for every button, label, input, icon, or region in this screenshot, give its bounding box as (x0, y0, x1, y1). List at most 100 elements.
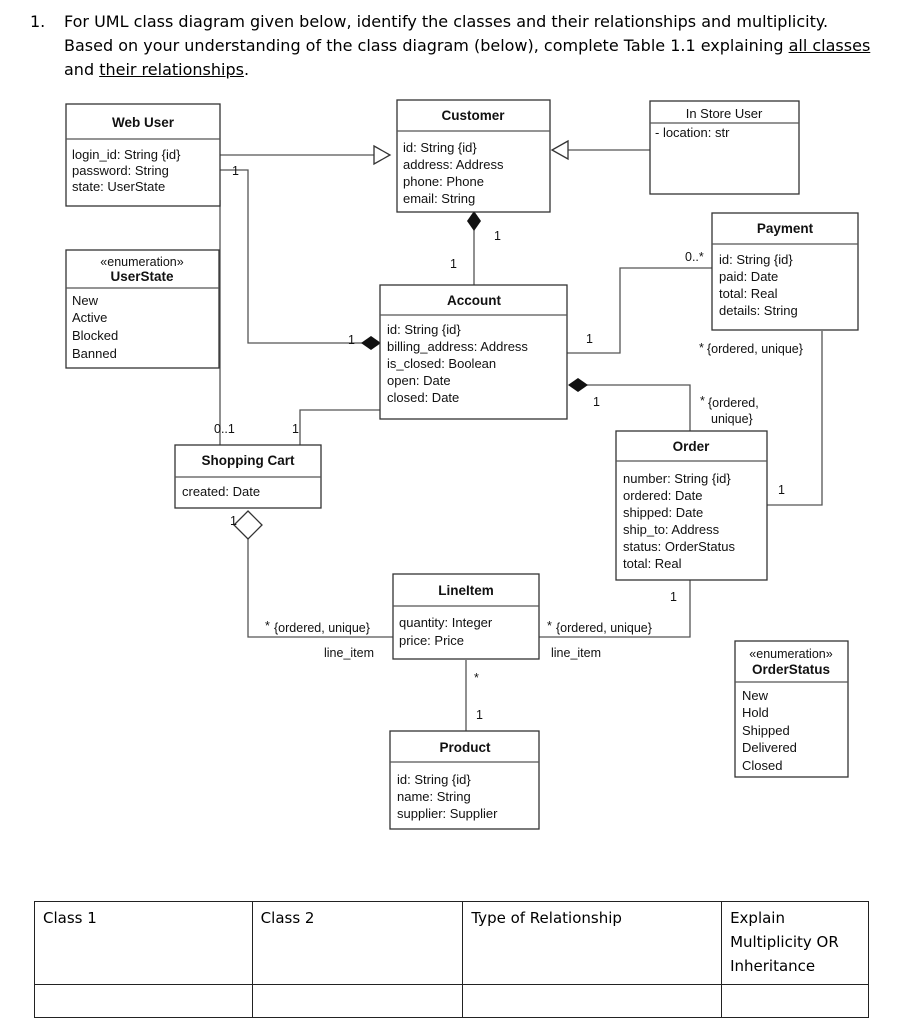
mult-order-line: 1 (670, 590, 677, 604)
constraint-order-1: {ordered, (708, 396, 759, 410)
class-order (615, 430, 768, 581)
mult-account-order: 1 (593, 395, 600, 409)
role-cart-line: line_item (324, 646, 374, 660)
stereotype-user-state: «enumeration» (100, 255, 183, 269)
cell-empty[interactable] (34, 984, 253, 1018)
class-name-line-item: LineItem (438, 583, 494, 598)
attr-web-user-0: login_id: String {id} (72, 147, 181, 162)
attr-user-state-3: Banned (72, 346, 117, 361)
class-name-user-state: UserState (110, 269, 174, 284)
constraint-order-2: unique} (711, 412, 753, 426)
attr-customer-0: id: String {id} (403, 140, 477, 155)
order-payment-line (767, 331, 823, 506)
role-order-line: line_item (551, 646, 601, 660)
class-name-in-store-user: In Store User (686, 106, 763, 121)
mult-order-payment: 1 (778, 483, 785, 497)
stereotype-order-status: «enumeration» (749, 647, 832, 661)
header-explain: Explain Multiplicity OR Inheritance (721, 901, 869, 985)
mult-account-payment: 1 (586, 332, 593, 346)
attr-customer-2: phone: Phone (403, 174, 484, 189)
mult-webuser-cart: 1 (292, 422, 299, 436)
composition-diamond-account-right (568, 378, 588, 392)
enum-order-status (734, 640, 849, 778)
generalization-arrow-instore (550, 139, 569, 161)
composition-diamond-customer (467, 211, 481, 231)
attr-customer-1: address: Address (403, 157, 504, 172)
class-name-payment: Payment (757, 221, 814, 236)
attr-order-status-1: Hold (742, 705, 769, 720)
mult-line-star: * (474, 671, 479, 685)
attr-order-status-3: Delivered (742, 740, 797, 755)
attr-in-store-user-0: - location: str (655, 125, 730, 140)
attr-order-status-4: Closed (742, 758, 782, 773)
uml-class-diagram: Web User login_id: String {id} password:… (65, 99, 859, 830)
attr-payment-0: id: String {id} (719, 252, 793, 267)
generalization-arrow-webuser (373, 144, 392, 166)
attr-user-state-2: Blocked (72, 328, 118, 343)
cart-lineitem-line (247, 539, 393, 638)
attr-order-status-2: Shipped (742, 723, 790, 738)
attr-order-5: total: Real (623, 556, 682, 571)
class-web-user (65, 103, 221, 207)
constraint-payment-star: * (699, 341, 704, 355)
mult-customer-account: 1 (494, 229, 501, 243)
underline-all-classes: all classes (788, 36, 871, 55)
attr-web-user-2: state: UserState (72, 179, 165, 194)
attr-order-1: ordered: Date (623, 488, 703, 503)
class-in-store-user (649, 100, 800, 195)
cell-empty[interactable] (462, 984, 723, 1018)
constraint-order-line: {ordered, unique} (556, 621, 652, 635)
attr-product-2: supplier: Supplier (397, 806, 498, 821)
attr-order-3: ship_to: Address (623, 522, 720, 537)
mult-payment: 0..* (685, 250, 704, 264)
header-relationship-type: Type of Relationship (462, 901, 723, 985)
class-name-shopping-cart: Shopping Cart (202, 453, 295, 468)
cell-empty[interactable] (251, 984, 464, 1018)
class-account (379, 284, 568, 420)
mult-cart-webuser: 0..1 (214, 422, 235, 436)
attr-order-2: shipped: Date (623, 505, 703, 520)
class-product (389, 730, 540, 830)
attr-product-0: id: String {id} (397, 772, 471, 787)
class-line-item (392, 573, 540, 660)
header-explain-line-3: Inheritance (730, 957, 816, 975)
header-class-1: Class 1 (34, 901, 253, 985)
constraint-cart-line: {ordered, unique} (274, 621, 370, 635)
header-explain-line-2: Multiplicity OR (730, 933, 839, 951)
question-text-pre: For UML class diagram given below, ident… (64, 12, 829, 55)
attr-account-2: is_closed: Boolean (387, 356, 496, 371)
class-payment (711, 212, 859, 331)
mult-cart: 1 (230, 514, 237, 528)
attr-payment-3: details: String (719, 303, 798, 318)
constraint-cart-line-star: * (265, 619, 270, 633)
attr-product-1: name: String (397, 789, 471, 804)
account-order-line (587, 384, 691, 431)
aggregation-diamond-cart (233, 510, 263, 540)
class-name-customer: Customer (441, 108, 505, 123)
order-lineitem-line (539, 580, 691, 638)
attr-order-status-0: New (742, 688, 769, 703)
cell-empty[interactable] (721, 984, 869, 1018)
constraint-payment: {ordered, unique} (707, 342, 803, 356)
mult-line-product: 1 (476, 708, 483, 722)
question-number: 1. (30, 12, 46, 31)
attr-account-4: closed: Date (387, 390, 459, 405)
mult-account-customer: 1 (450, 257, 457, 271)
attr-user-state-1: Active (72, 310, 107, 325)
question-text-end: . (243, 60, 250, 79)
table-header-row: Class 1 Class 2 Type of Relationship Exp… (34, 901, 869, 985)
class-name-web-user: Web User (112, 115, 175, 130)
question-text-mid: and (64, 60, 100, 79)
attr-account-1: billing_address: Address (387, 339, 528, 354)
attr-customer-3: email: String (403, 191, 475, 206)
class-name-product: Product (439, 740, 491, 755)
attr-line-item-0: quantity: Integer (399, 615, 493, 630)
attr-payment-2: total: Real (719, 286, 778, 301)
attr-line-item-1: price: Price (399, 633, 464, 648)
attr-user-state-0: New (72, 293, 99, 308)
table-row (34, 984, 869, 1018)
header-class-2: Class 2 (251, 901, 464, 985)
attr-order-0: number: String {id} (623, 471, 731, 486)
question-body: For UML class diagram given below, ident… (64, 10, 880, 82)
attr-order-4: status: OrderStatus (623, 539, 735, 554)
